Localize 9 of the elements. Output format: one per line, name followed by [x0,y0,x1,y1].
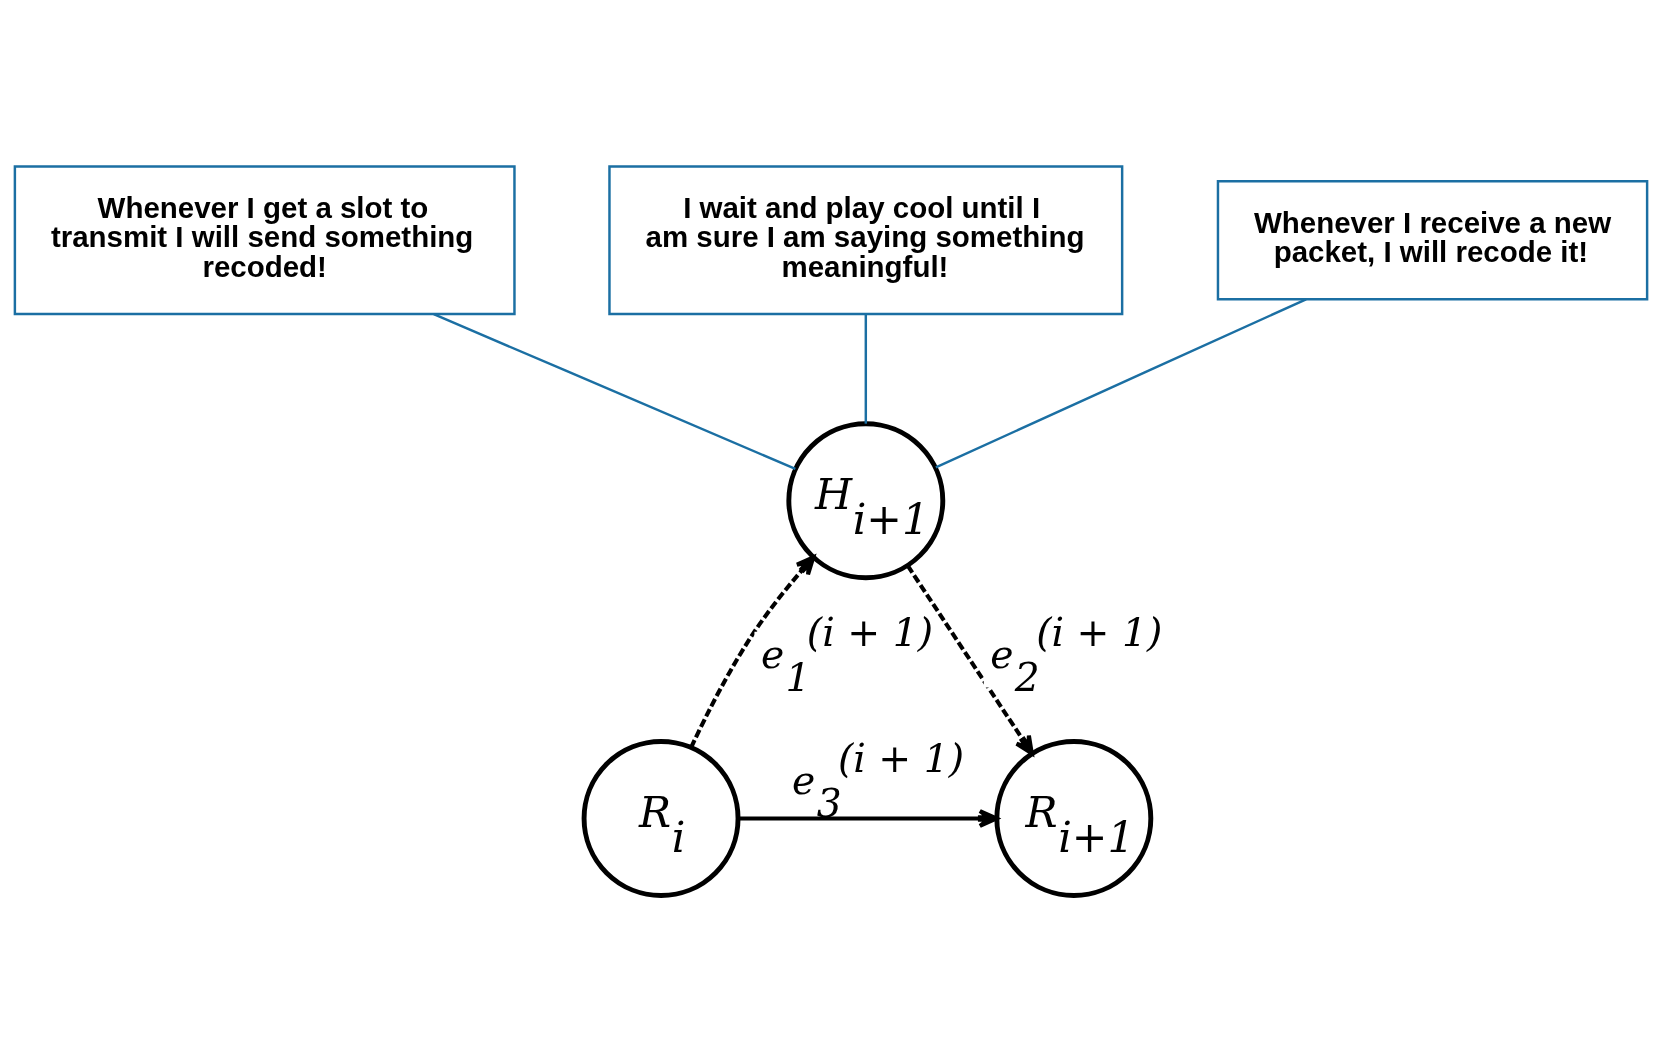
connector [433,313,796,471]
connector [935,298,1307,469]
arrow [689,555,816,749]
node-box: Whenever I receive a new packet, I will recode it! [1216,180,1649,301]
node-box: Whenever I get a slot to transmit I will send something recoded! [13,165,516,316]
connector [864,314,868,424]
node-box: I wait and play cool until I am sure I am saying something meaningful! [608,165,1124,316]
arrow [738,809,999,828]
arrow [906,564,1034,756]
